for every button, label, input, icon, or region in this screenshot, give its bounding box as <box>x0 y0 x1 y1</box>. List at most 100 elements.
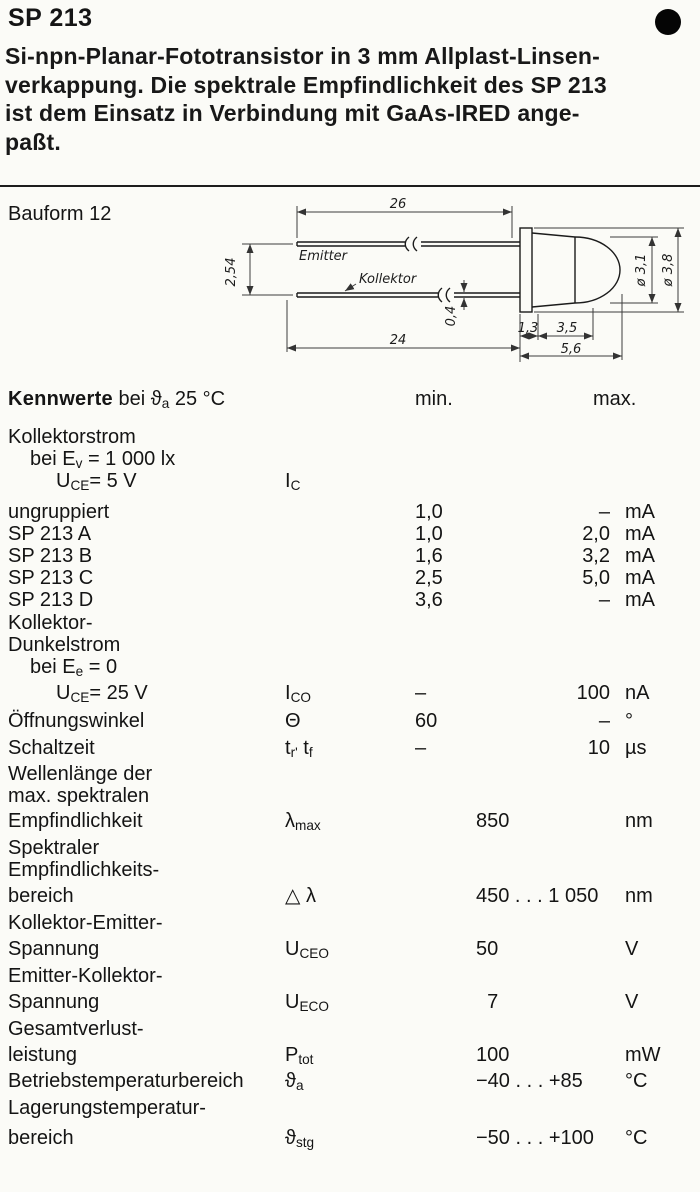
row-min-value: 3,6 <box>415 589 443 611</box>
dim-lead-bottom: 24 <box>390 333 407 348</box>
table-row: max. spektralen <box>0 785 700 807</box>
table-row: UCE= 5 V IC <box>0 470 700 493</box>
page-title: SP 213 <box>8 4 93 32</box>
row-unit: mW <box>625 1044 661 1066</box>
dim-dia-flange: ø 3,8 <box>661 254 676 288</box>
row-label: Emitter-Kollektor- <box>8 965 163 987</box>
table-header: Kennwerte bei ϑa 25 °C min. max. <box>0 388 700 411</box>
column-header-min: min. <box>415 388 453 410</box>
row-label: Wellenlänge der <box>8 763 153 785</box>
pin-label-emitter: Emitter <box>299 249 349 264</box>
row-label: SP 213 B <box>8 545 93 567</box>
row-unit: mA <box>625 589 655 611</box>
row-symbol: IC <box>285 470 301 493</box>
row-min-value: 2,5 <box>415 567 443 589</box>
row-unit: nA <box>625 682 650 704</box>
dim-flange: 1,3 <box>518 321 539 336</box>
row-max-value: – <box>598 589 610 611</box>
table-row: bei Ee = 0 <box>0 656 700 679</box>
row-symbol: tr' tf <box>285 737 313 760</box>
table-header-title-rest: bei ϑa 25 °C <box>112 388 226 411</box>
row-unit: mA <box>625 523 655 545</box>
row-value: −50 . . . +100 <box>476 1127 594 1149</box>
row-label: UCE= 5 V <box>56 470 137 493</box>
row-unit: ° <box>625 710 633 732</box>
row-label: SP 213 D <box>8 589 94 611</box>
row-unit: mA <box>625 567 655 589</box>
row-unit: °C <box>625 1127 648 1149</box>
row-unit: °C <box>625 1070 648 1092</box>
row-value: 850 <box>476 810 510 832</box>
row-max-value: – <box>598 710 610 732</box>
row-max-value: – <box>598 501 610 523</box>
table-row: Kollektor-Emitter- <box>0 912 700 934</box>
row-max-value: 100 <box>576 682 610 704</box>
dim-total: 5,6 <box>561 342 582 357</box>
row-label: SP 213 A <box>8 523 92 545</box>
bauform-label: Bauform 12 <box>8 203 112 225</box>
row-symbol: △ λ <box>285 885 316 907</box>
row-unit: mA <box>625 545 655 567</box>
row-label: Empfindlichkeit <box>8 810 143 832</box>
row-label: Schaltzeit <box>8 737 95 759</box>
row-label: Kollektor- <box>8 612 93 634</box>
table-row: Lagerungstemperatur- <box>0 1097 700 1119</box>
row-unit: mA <box>625 501 655 523</box>
row-value: 7 <box>476 991 499 1013</box>
row-label: bei Ev = 1 000 lx <box>30 448 176 471</box>
row-symbol: Θ <box>285 710 301 732</box>
row-label: Öffnungswinkel <box>8 710 145 732</box>
row-label: SP 213 C <box>8 567 94 589</box>
row-label: Gesamtverlust- <box>8 1018 144 1040</box>
row-min-value: 1,6 <box>415 545 443 567</box>
row-label: bereich <box>8 1127 74 1149</box>
row-value: 450 . . . 1 050 <box>476 885 599 907</box>
row-max-value: 3,2 <box>582 545 610 567</box>
table-row: Spektraler <box>0 837 700 859</box>
row-label: Dunkelstrom <box>8 634 121 656</box>
table-row: Emitter-Kollektor- <box>0 965 700 987</box>
table-row: Gesamtverlust- <box>0 1018 700 1040</box>
table-row: Kollektor- <box>0 612 700 634</box>
row-min-value: – <box>415 737 427 759</box>
row-label: UCE= 25 V <box>56 682 148 705</box>
row-value: −40 . . . +85 <box>476 1070 583 1092</box>
dim-pitch: 2,54 <box>224 258 239 287</box>
table-row: SP 213 D 3,6 –mA <box>0 589 700 611</box>
row-label: Empfindlichkeits- <box>8 859 160 881</box>
row-label: Spannung <box>8 938 100 960</box>
row-unit: nm <box>625 810 653 832</box>
row-symbol: ICO <box>285 682 311 705</box>
divider-rule <box>0 185 700 187</box>
row-symbol: UCEO <box>285 938 329 961</box>
drawing-labels: 26 2,54 24 1,3 3,5 5,6 0,4 ø 3,1 ø 3,8 E… <box>224 197 676 357</box>
table-row: Empfindlichkeits- <box>0 859 700 881</box>
row-label: Spektraler <box>8 837 100 859</box>
row-value: 50 <box>476 938 499 960</box>
table-row: Empfindlichkeit λmax 850 nm <box>0 810 700 833</box>
table-row: Kollektorstrom <box>0 426 700 448</box>
dim-body: 3,5 <box>557 321 578 336</box>
dim-lead-thickness: 0,4 <box>444 306 459 327</box>
bauform-drawing: 26 2,54 24 1,3 3,5 5,6 0,4 ø 3,1 ø 3,8 E… <box>224 197 684 362</box>
column-header-max: max. <box>593 388 637 410</box>
row-label: Kollektor-Emitter- <box>8 912 163 934</box>
row-label: Lagerungstemperatur- <box>8 1097 206 1119</box>
table-row: UCE= 25 V ICO – 100 nA <box>0 682 700 705</box>
pin-label-collector: Kollektor <box>359 272 418 287</box>
table-row: Wellenlänge der <box>0 763 700 785</box>
table-header-title: Kennwerte bei ϑa 25 °C <box>8 388 225 411</box>
row-symbol: λmax <box>285 810 321 833</box>
dimension-lines <box>242 206 684 362</box>
dim-dia-lens: ø 3,1 <box>634 254 649 288</box>
row-label: bereich <box>8 885 74 907</box>
row-min-value: – <box>415 682 427 704</box>
row-max-value: 2,0 <box>582 523 610 545</box>
